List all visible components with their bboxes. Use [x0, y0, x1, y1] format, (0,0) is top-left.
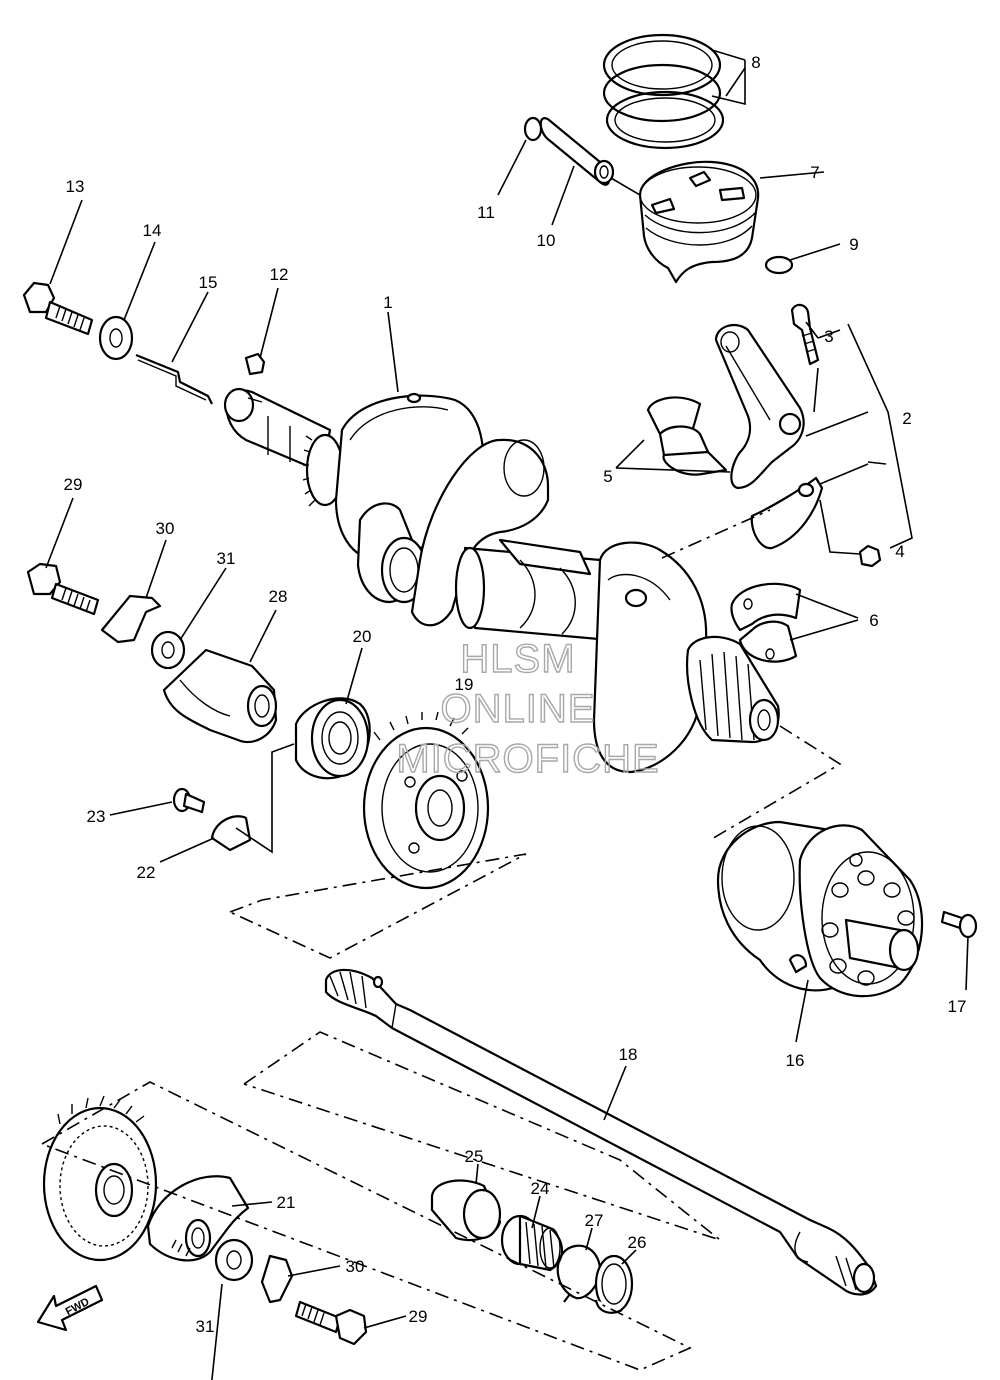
callout-4: 4	[895, 542, 904, 561]
balancer-weight	[162, 648, 278, 744]
callout-15: 15	[199, 273, 218, 292]
crank-bolt	[22, 281, 94, 336]
big-end-bearings	[646, 396, 728, 476]
main-bearings	[730, 582, 802, 663]
crankshaft	[223, 387, 780, 774]
callout-18: 18	[619, 1045, 638, 1064]
plate-screw	[172, 787, 206, 814]
watermark: HLSM ONLINE MICROFICHE	[396, 636, 660, 781]
crank-washer	[98, 315, 134, 361]
piston-pin	[539, 117, 615, 186]
washer-upper	[150, 630, 186, 670]
callout-26: 26	[628, 1233, 647, 1252]
washer-lower	[214, 1238, 254, 1282]
callout-2: 2	[902, 409, 911, 428]
callout-numbers: 1 2 3 4 5 6 7 8 9 10 11 12 13 14 15 16 1…	[64, 53, 967, 1336]
watermark-line-2: ONLINE	[441, 687, 596, 731]
balancer-bearing	[294, 697, 371, 780]
shim-wire	[135, 353, 213, 405]
balancer-drive-gear	[362, 711, 490, 890]
piston	[638, 160, 760, 284]
lock-washer-upper	[100, 594, 162, 644]
callout-25: 25	[465, 1147, 484, 1166]
callout-8: 8	[751, 53, 760, 72]
callout-29-upper: 29	[64, 475, 83, 494]
callout-27: 27	[585, 1211, 604, 1230]
circlip	[556, 1244, 602, 1303]
callout-7: 7	[810, 163, 819, 182]
balancer-bolt-upper	[26, 562, 100, 616]
oil-seal	[594, 1254, 634, 1314]
callout-16: 16	[786, 1051, 805, 1070]
callout-5: 5	[603, 467, 612, 486]
callout-31-upper: 31	[217, 549, 236, 568]
callout-29-lower: 29	[409, 1307, 428, 1326]
collar	[430, 1179, 502, 1242]
balancer-bolt-lower	[294, 1300, 368, 1346]
watermark-line-1: HLSM	[460, 637, 575, 681]
callout-10: 10	[537, 231, 556, 250]
conrod-nut	[858, 544, 882, 568]
callout-19: 19	[455, 675, 474, 694]
drive-shaft	[324, 968, 878, 1296]
callout-24: 24	[531, 1179, 550, 1198]
driven-gear	[42, 1095, 158, 1262]
lock-washer-lower	[260, 1254, 294, 1304]
callout-17: 17	[948, 997, 967, 1016]
callout-1: 1	[383, 293, 392, 312]
callout-23: 23	[87, 807, 106, 826]
callout-30-lower: 30	[346, 1257, 365, 1276]
conrod-bolt	[790, 303, 820, 366]
needle-bearing	[500, 1214, 564, 1272]
callout-6: 6	[869, 611, 878, 630]
piston-pin-clip-right	[764, 255, 794, 275]
assembly-guide-lines	[41, 509, 842, 1371]
callout-21: 21	[277, 1193, 296, 1212]
callout-11: 11	[477, 203, 495, 222]
callout-13: 13	[66, 177, 85, 196]
piston-pin-clip-left	[523, 116, 543, 142]
callout-9: 9	[849, 235, 858, 254]
callout-14: 14	[143, 221, 162, 240]
housing-screw	[940, 910, 978, 939]
callout-20: 20	[353, 627, 372, 646]
callout-22: 22	[137, 863, 156, 882]
callout-12: 12	[270, 265, 289, 284]
callout-leaders	[45, 49, 969, 1380]
balancer-weight-rear	[146, 1175, 250, 1262]
watermark-line-3: MICROFICHE	[396, 737, 659, 781]
fwd-arrow-icon: FWD	[36, 1284, 104, 1332]
woodruff-key	[244, 352, 266, 376]
callout-30-upper: 30	[156, 519, 175, 538]
callout-31-lower: 31	[196, 1317, 215, 1336]
callout-3: 3	[824, 327, 833, 346]
connecting-rod	[714, 323, 824, 550]
bearing-housing	[716, 820, 924, 998]
piston-rings	[602, 33, 725, 150]
callout-28: 28	[269, 587, 288, 606]
